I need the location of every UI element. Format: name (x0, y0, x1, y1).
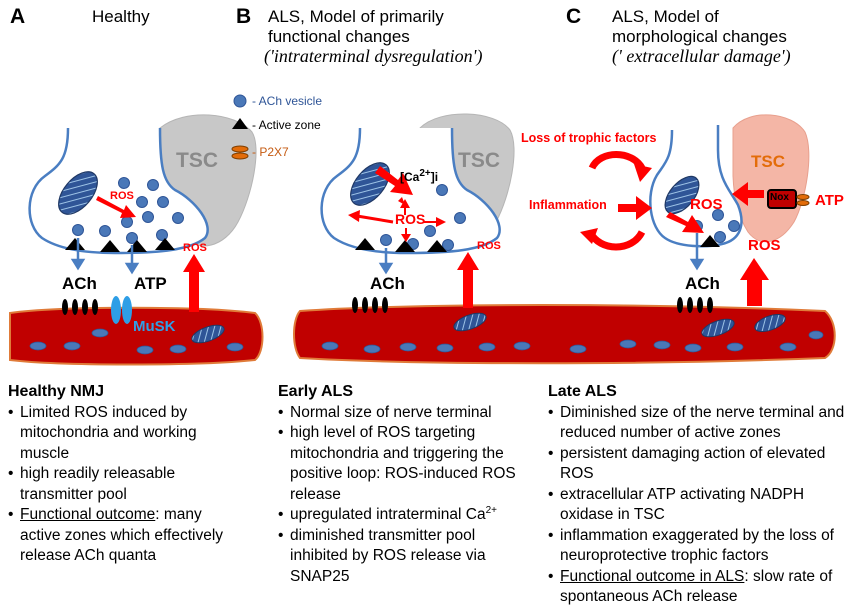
musk-label: MuSK (133, 318, 176, 335)
panel-b-title-line2: functional changes (268, 27, 410, 46)
notes-healthy-title: Healthy NMJ (8, 383, 105, 400)
notes-early-als-title: Early ALS (278, 383, 353, 400)
notes-early-als-item-2: high level of ROS targetingmitochondria … (278, 423, 538, 505)
tsc-label-c: TSC (751, 152, 785, 171)
notes-healthy: Healthy NMJ Limited ROS induced bymitoch… (8, 382, 238, 567)
notes-late-als: Late ALS Diminished size of the nerve te… (548, 382, 848, 608)
musk-receptor (111, 296, 132, 324)
muscle-fiber-a (9, 306, 264, 366)
notes-late-als-item-5: Functional outcome in ALS: slow rate ofs… (548, 567, 848, 608)
panel-c-title-line1: ALS, Model of (612, 7, 719, 26)
nox-label: Nox (770, 192, 789, 203)
panel-c-title-line3: (' extracellular damage') (612, 46, 791, 66)
ach-label-a: ACh (62, 274, 97, 293)
ach-receptors (62, 297, 713, 315)
atp-label-a: ATP (134, 274, 167, 293)
ros-label-a-muscle: ROS (183, 242, 207, 254)
notes-early-als: Early ALS Normal size of nerve terminal … (278, 382, 538, 587)
notes-late-als-title: Late ALS (548, 383, 617, 400)
p2x7-receptor-c (796, 194, 810, 206)
ros-label-c-terminal: ROS (690, 196, 723, 213)
muscle-mitochondria (191, 312, 786, 344)
active-zones (65, 235, 720, 252)
panel-b-title-line3: ('intraterminal dysregulation') (264, 46, 483, 66)
legend-vesicle-label: - ACh vesicle (252, 94, 323, 108)
muscle-fiber-bc (293, 304, 836, 365)
ros-label-a-terminal: ROS (110, 190, 134, 202)
panel-c-title-line2: morphological changes (612, 27, 787, 46)
notes-late-als-item-4: inflammation exaggerated by the loss ofn… (548, 526, 848, 567)
release-arrows (70, 233, 705, 275)
panel-a-letter: A (10, 5, 26, 28)
notes-late-als-item-2: persistent damaging action of elevatedRO… (548, 444, 848, 485)
nox-box (767, 189, 797, 209)
legend-active-zone-label: - Active zone (252, 118, 321, 132)
tsc-label-b: TSC (458, 149, 500, 172)
panel-a-title: Healthy (92, 7, 150, 26)
notes-early-als-item-3: upregulated intraterminal Ca2+ (278, 505, 538, 526)
panel-c-letter: C (566, 5, 582, 28)
loss-trophic-label: Loss of trophic factors (521, 131, 657, 145)
ach-label-b: ACh (370, 274, 405, 293)
panel-b-letter: B (236, 5, 252, 28)
notes-early-als-item-1: Normal size of nerve terminal (278, 403, 538, 424)
nerve-terminal-a (28, 127, 209, 255)
legend-p2x7-label: - P2X7 (252, 145, 289, 159)
ach-label-c: ACh (685, 274, 720, 293)
tsc-label-a: TSC (176, 149, 218, 172)
ros-label-c-muscle: ROS (748, 237, 781, 254)
ros-label-b-muscle: ROS (477, 240, 501, 252)
inflammation-label: Inflammation (529, 198, 607, 212)
calcium-label: [Ca2+]i (400, 168, 439, 185)
ros-label-b-terminal: ROS (395, 211, 426, 227)
notes-late-als-item-1: Diminished size of the nerve terminal an… (548, 403, 848, 444)
muscle-nuclei (29, 328, 824, 355)
feedback-loop-heads (580, 164, 652, 244)
tsc-cell-c (732, 114, 810, 243)
notes-late-als-item-3: extracellular ATP activating NADPHoxidas… (548, 485, 848, 526)
atp-label-c: ATP (815, 192, 844, 209)
legend-symbols (231, 94, 249, 160)
ros-arrows (96, 166, 769, 312)
panel-b-title-line1: ALS, Model of primarily (268, 7, 444, 26)
